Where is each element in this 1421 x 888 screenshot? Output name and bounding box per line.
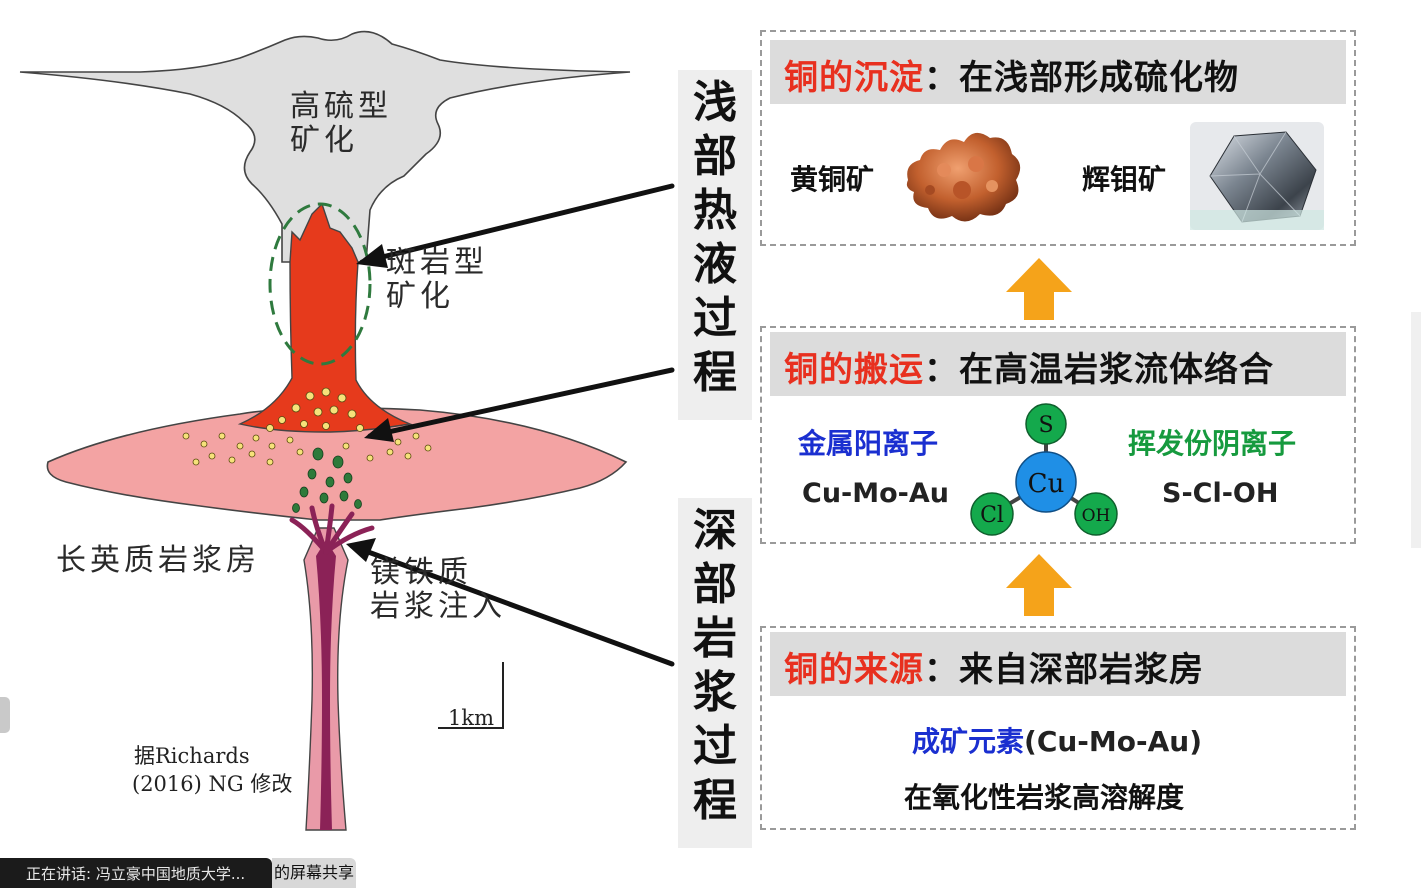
label-high-sulfidation-1: 高硫型 bbox=[290, 89, 392, 124]
mineral-chalcopyrite-label: 黄铜矿 bbox=[790, 163, 875, 196]
s-atom bbox=[1025, 403, 1067, 445]
porphyry-stock bbox=[237, 202, 413, 433]
label-porphyry-2: 矿化 bbox=[386, 279, 454, 314]
chalcopyrite-image bbox=[906, 132, 1021, 222]
source-line-1-key: 成矿元素 bbox=[912, 725, 1025, 758]
anion-label: 挥发份阴离子 bbox=[1128, 427, 1297, 460]
source-line-2: 在氧化性岩浆高溶解度 bbox=[904, 781, 1185, 814]
source-line-1: 成矿元素(Cu-Mo-Au) bbox=[912, 720, 1202, 760]
shallow-process-column: 浅 部 热 液 过 程 bbox=[678, 70, 752, 420]
left-edge-handle[interactable] bbox=[0, 697, 10, 733]
mafic-blobs bbox=[292, 447, 362, 513]
cation-label: 金属阳离子 bbox=[798, 427, 939, 460]
panel-precipitation-header: 铜的沉淀：在浅部形成硫化物 bbox=[770, 40, 1346, 104]
s-atom-label: S bbox=[1038, 413, 1053, 438]
label-scale: 1km bbox=[448, 706, 494, 730]
transport-title-rest: ：在高温岩浆流体络合 bbox=[924, 350, 1274, 390]
shallow-char-2: 部 bbox=[693, 131, 737, 182]
panel-precipitation: 铜的沉淀：在浅部形成硫化物 黄铜矿 辉钼矿 bbox=[760, 30, 1356, 246]
shallow-char-5: 过 bbox=[693, 293, 737, 344]
panel-source-header: 铜的来源：来自深部岩浆房 bbox=[770, 632, 1346, 696]
high-sulfidation-plume bbox=[19, 30, 631, 263]
up-arrow-1 bbox=[1006, 258, 1072, 320]
fluid-bubbles bbox=[182, 387, 432, 466]
cu-atom-label: Cu bbox=[1028, 469, 1065, 499]
label-porphyry-1: 斑岩型 bbox=[386, 245, 488, 280]
right-edge-strip bbox=[1411, 312, 1421, 548]
precipitation-title-key: 铜的沉淀 bbox=[784, 58, 924, 98]
label-source-2: (2016) NG 修改 bbox=[132, 772, 293, 796]
mineral-molybdenite-label: 辉钼矿 bbox=[1082, 163, 1167, 196]
deep-char-2: 部 bbox=[693, 559, 737, 610]
cu-complex-molecule: S Cu Cl OH bbox=[970, 403, 1118, 536]
shallow-char-6: 程 bbox=[693, 347, 737, 398]
source-title-rest: ：来自深部岩浆房 bbox=[924, 650, 1204, 690]
deep-char-6: 程 bbox=[693, 775, 737, 826]
deep-char-5: 过 bbox=[693, 721, 737, 772]
oh-atom bbox=[1074, 492, 1118, 536]
deep-char-4: 浆 bbox=[693, 667, 737, 718]
panel-transport: 铜的搬运：在高温岩浆流体络合 金属阳离子 Cu-Mo-Au 挥发份阴离子 S-C… bbox=[760, 326, 1356, 544]
label-felsic-chamber: 长英质岩浆房 bbox=[56, 543, 260, 578]
anion-value: S-Cl-OH bbox=[1162, 478, 1279, 509]
arrow-heads bbox=[346, 244, 394, 562]
shallow-char-4: 液 bbox=[693, 239, 737, 290]
precipitation-title-rest: ：在浅部形成硫化物 bbox=[924, 58, 1239, 98]
label-source-1: 据Richards bbox=[134, 744, 250, 768]
cation-value: Cu-Mo-Au bbox=[802, 478, 949, 509]
label-mafic-1: 镁铁质 bbox=[370, 555, 472, 590]
transport-title-key: 铜的搬运 bbox=[784, 350, 924, 390]
molybdenite-image bbox=[1190, 122, 1324, 230]
screen-share-tab[interactable]: 的屏幕共享 bbox=[272, 858, 356, 888]
source-line-1-rest: (Cu-Mo-Au) bbox=[1024, 725, 1203, 758]
mafic-feeder-core bbox=[316, 540, 336, 830]
cl-atom-label: Cl bbox=[980, 503, 1004, 528]
scale-bar bbox=[438, 662, 504, 729]
source-title-key: 铜的来源 bbox=[784, 650, 924, 690]
cu-atom bbox=[1015, 451, 1077, 513]
deep-char-1: 深 bbox=[693, 505, 737, 556]
cl-atom bbox=[970, 492, 1014, 536]
pointer-arrows bbox=[349, 183, 675, 667]
shallow-char-1: 浅 bbox=[693, 77, 737, 128]
porphyry-system-diagram bbox=[19, 30, 675, 831]
oh-atom-label: OH bbox=[1082, 506, 1111, 526]
shallow-char-3: 热 bbox=[693, 185, 737, 236]
panel-source: 铜的来源：来自深部岩浆房 成矿元素(Cu-Mo-Au) 在氧化性岩浆高溶解度 bbox=[760, 626, 1356, 830]
mafic-branches bbox=[289, 503, 375, 555]
label-mafic-2: 岩浆注入 bbox=[370, 589, 506, 624]
deep-char-3: 岩 bbox=[693, 613, 737, 664]
label-high-sulfidation-2: 矿化 bbox=[290, 123, 358, 158]
deep-process-column: 深 部 岩 浆 过 程 bbox=[678, 498, 752, 848]
speaking-indicator: 正在讲话: 冯立豪中国地质大学... bbox=[0, 858, 272, 888]
up-arrow-2 bbox=[1006, 554, 1072, 616]
panel-transport-header: 铜的搬运：在高温岩浆流体络合 bbox=[770, 332, 1346, 396]
porphyry-zone-ellipse bbox=[268, 202, 372, 366]
